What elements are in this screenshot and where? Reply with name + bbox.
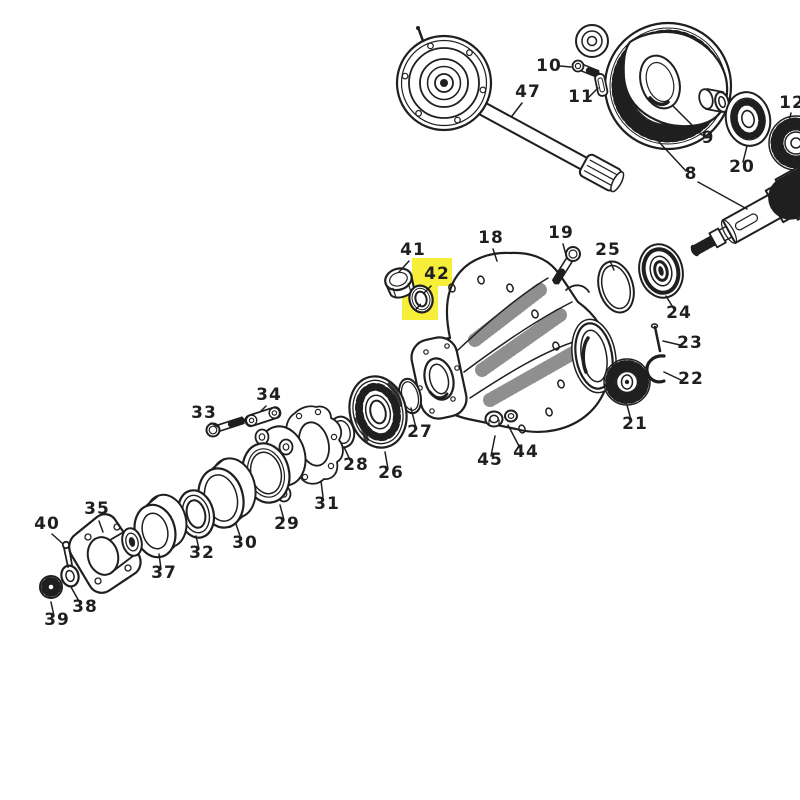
part-label-28[interactable]: 28: [343, 455, 369, 475]
bolt-10-drawing: [571, 59, 601, 78]
leader-38: [70, 586, 81, 604]
bearing-26-drawing: [348, 375, 408, 449]
leader-31: [320, 480, 324, 498]
nut-39-drawing: [39, 575, 63, 599]
leader-12: [788, 112, 792, 123]
part-label-40[interactable]: 40: [34, 514, 60, 534]
washer-42-drawing: [408, 284, 434, 314]
leader-19: [562, 243, 567, 256]
part-label-33[interactable]: 33: [191, 403, 217, 423]
leader-39: [50, 601, 55, 617]
part-label-38[interactable]: 38: [72, 597, 98, 617]
parts-artwork: [39, 21, 800, 599]
part-label-12[interactable]: 12: [779, 93, 800, 113]
part-label-29[interactable]: 29: [274, 514, 300, 534]
leader-25: [609, 260, 615, 271]
leader-47: [511, 102, 523, 117]
part-label-26[interactable]: 26: [378, 463, 404, 483]
leader-41: [398, 260, 410, 273]
washer-44-drawing: [504, 409, 518, 423]
part-label-47[interactable]: 47: [515, 82, 541, 102]
part-label-30[interactable]: 30: [232, 533, 258, 553]
leader-26: [384, 451, 389, 470]
oring-25-drawing: [597, 260, 635, 314]
part-label-39[interactable]: 39: [44, 610, 70, 630]
leader-34: [260, 405, 267, 412]
lock-plate-34-drawing: [244, 406, 282, 428]
leader-21: [626, 404, 632, 421]
leader-20: [742, 145, 748, 163]
leader-10: [559, 65, 572, 68]
part-label-8[interactable]: 8: [685, 164, 698, 184]
side-gear-12-drawing: [768, 115, 800, 171]
part-label-21[interactable]: 21: [622, 414, 648, 434]
part-label-25[interactable]: 25: [595, 240, 621, 260]
flange-35-drawing: [68, 513, 143, 594]
part-label-34[interactable]: 34: [256, 385, 282, 405]
part-label-42[interactable]: 42: [424, 264, 450, 284]
leader-30: [235, 523, 242, 540]
leader-18: [492, 248, 498, 262]
part-label-18[interactable]: 18: [478, 228, 504, 248]
leader-33: [210, 422, 219, 428]
bearing-20-drawing: [724, 91, 772, 147]
leader-8-crown: [658, 141, 687, 172]
part-label-23[interactable]: 23: [677, 333, 703, 353]
leader-40: [51, 533, 63, 544]
part-label-31[interactable]: 31: [314, 494, 340, 514]
part-labels: 47 10 11 9 8 20 12 18 19 25 24 23 22 21 …: [34, 56, 800, 630]
pinion-shaft-drawing: [690, 162, 800, 257]
leader-32: [195, 535, 200, 550]
bolt-19-drawing: [551, 246, 581, 285]
pin-23-drawing: [650, 323, 662, 353]
leader-lines: [50, 65, 792, 617]
part-label-11[interactable]: 11: [568, 87, 594, 107]
diff-case-drawing: [622, 30, 730, 128]
leader-23: [662, 340, 681, 346]
part-label-32[interactable]: 32: [189, 543, 215, 563]
leader-8-pinion: [697, 181, 748, 210]
part-label-9[interactable]: 9: [702, 128, 715, 148]
split-pin-40-drawing: [61, 540, 73, 568]
leader-11: [588, 87, 599, 98]
part-label-24[interactable]: 24: [666, 303, 692, 323]
leader-28: [343, 446, 352, 463]
leader-44: [507, 424, 521, 449]
leader-45: [490, 435, 496, 457]
key-plate-11-drawing: [594, 73, 609, 97]
axle-shaft-drawing: [395, 26, 625, 193]
part-label-44[interactable]: 44: [513, 442, 539, 462]
plug-41-drawing: [384, 267, 415, 299]
leader-37: [158, 553, 162, 570]
bearing-24-drawing: [638, 243, 684, 299]
part-label-41[interactable]: 41: [400, 240, 426, 260]
part-label-37[interactable]: 37: [151, 563, 177, 583]
part-label-22[interactable]: 22: [678, 369, 704, 389]
part-label-35[interactable]: 35: [84, 499, 110, 519]
leader-22: [663, 371, 682, 381]
leader-29: [279, 504, 285, 521]
top-bearing-drawing: [575, 24, 609, 58]
nut-45-drawing: [484, 410, 504, 428]
part-label-45[interactable]: 45: [477, 450, 503, 470]
leader-9: [672, 105, 703, 136]
part-label-27[interactable]: 27: [407, 422, 433, 442]
gear-21-drawing: [603, 358, 651, 406]
part-label-10[interactable]: 10: [536, 56, 562, 76]
leader-35: [98, 520, 104, 533]
leader-27: [410, 407, 417, 429]
carrier-housing-drawing: [410, 251, 617, 434]
bolt-33-drawing: [205, 416, 246, 438]
part-label-20[interactable]: 20: [729, 157, 755, 177]
leader-24: [665, 295, 675, 310]
leader-42: [423, 285, 432, 294]
part-label-19[interactable]: 19: [548, 223, 574, 243]
